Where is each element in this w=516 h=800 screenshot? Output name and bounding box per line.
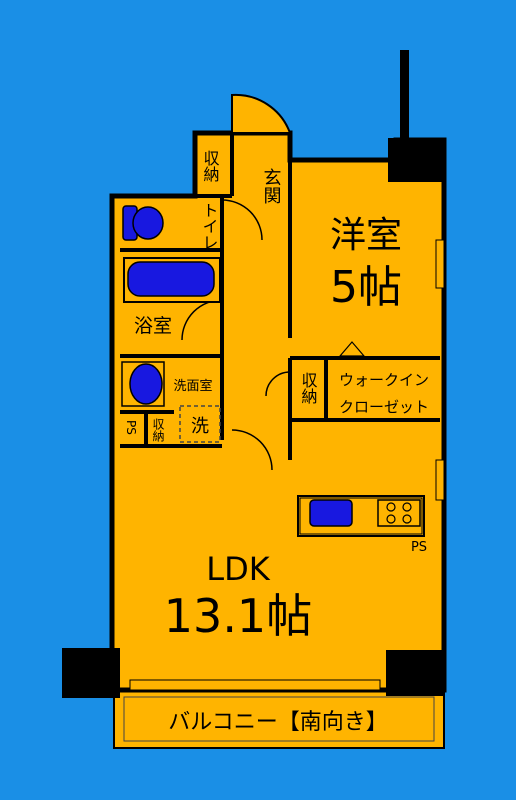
storage-closet-label: 収納	[299, 372, 318, 405]
wall-column-right-bottom	[386, 650, 444, 696]
wall-column-left-bottom	[62, 648, 120, 698]
walk-in-closet-line2: クローゼット	[339, 398, 429, 416]
ps-left-label: PS	[124, 420, 138, 435]
wall-column-topright	[388, 138, 444, 182]
wall-column-antenna	[400, 50, 409, 142]
western-room-name: 洋室	[330, 215, 402, 256]
balcony-label: バルコニー【南向き】	[168, 710, 388, 735]
interior-walls	[120, 133, 440, 460]
windows	[129, 239, 445, 691]
toilet-label: トイレ	[200, 202, 219, 250]
toilet-fixture	[122, 205, 164, 241]
washer-label: 洗	[191, 416, 209, 437]
balcony-inner-line	[123, 696, 435, 742]
closet-triangle	[338, 341, 366, 357]
entrance-label: 玄関	[261, 168, 282, 204]
kitchen-counter	[297, 495, 425, 537]
western-room-size: 5帖	[330, 262, 402, 313]
door-swings	[181, 199, 291, 471]
entrance-door-swing	[231, 93, 292, 134]
washer-space	[179, 405, 221, 443]
storage-wash-label: 収納	[151, 418, 165, 442]
wash-basin	[121, 361, 165, 407]
storage-entrance-label: 収納	[201, 150, 220, 183]
ldk-size: 13.1帖	[164, 589, 312, 643]
ldk-name: LDK	[206, 550, 270, 588]
balcony-area	[113, 689, 445, 749]
bathroom-label: 浴室	[134, 315, 172, 337]
ps-kitchen-label: PS	[411, 540, 427, 555]
washroom-label: 洗面室	[173, 378, 212, 394]
bathtub-fixture	[123, 257, 221, 303]
walk-in-closet-line1: ウォークイン	[339, 371, 429, 389]
